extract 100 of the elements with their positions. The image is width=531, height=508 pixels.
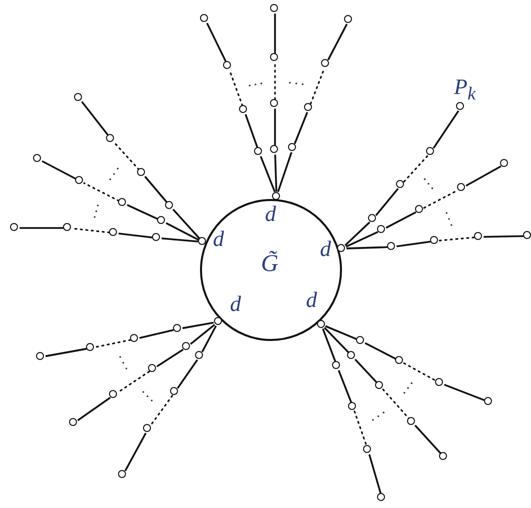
edge-line (190, 324, 216, 345)
edge-line (166, 222, 199, 241)
vertex (321, 59, 330, 68)
vertex (69, 418, 78, 426)
edge-line (432, 110, 460, 149)
edge-line (444, 384, 486, 402)
vertex (377, 493, 386, 502)
vertex (348, 402, 356, 410)
vertex (396, 180, 404, 188)
edge-line (124, 432, 147, 472)
edge-line (42, 160, 76, 180)
vertex (214, 317, 222, 326)
vertex (270, 99, 278, 108)
vertex-label: d (213, 228, 224, 250)
edge-line (277, 152, 292, 192)
vertex (484, 397, 492, 406)
dotted-edge (150, 394, 174, 426)
vertex (223, 61, 232, 70)
vertex (109, 390, 118, 398)
dotted-edge (117, 370, 150, 394)
vertex (375, 381, 384, 390)
edge-line (244, 114, 258, 148)
vertex-label: d (306, 289, 317, 311)
edge-line (274, 154, 278, 192)
edge-line (346, 246, 388, 250)
dotted-edge (113, 142, 140, 170)
edge-line (294, 112, 308, 144)
vertex (288, 143, 296, 152)
edge-line (139, 329, 174, 339)
vertex (254, 147, 262, 156)
vertex (36, 352, 44, 360)
edge-line (176, 359, 198, 389)
vertex (239, 105, 248, 114)
edge-line (344, 222, 370, 246)
vertex (304, 103, 312, 112)
vertex (143, 424, 152, 432)
vertex (332, 361, 340, 370)
vertex (270, 145, 278, 154)
edge-line (260, 156, 276, 192)
edge-line (396, 240, 431, 248)
edge-line (274, 108, 276, 146)
vertex (347, 351, 356, 360)
dotted-edge (403, 362, 437, 382)
edge-line (81, 101, 109, 136)
vertex (439, 452, 448, 460)
vertex (165, 201, 174, 210)
vertex (75, 176, 84, 184)
edge-line (325, 325, 358, 340)
vertex (109, 228, 118, 236)
vertex (63, 223, 72, 232)
vertex (270, 4, 278, 12)
vertex (106, 134, 114, 142)
vertex (344, 15, 352, 24)
dotted-edge (438, 236, 476, 242)
edge-line (327, 24, 348, 60)
vertex (457, 183, 466, 192)
vertex (33, 154, 42, 162)
dotted-edge (83, 182, 120, 202)
edge-line (172, 208, 200, 240)
edge-line (144, 176, 168, 204)
vertex (152, 233, 160, 242)
edge-line (206, 22, 227, 62)
vertex-label: d (265, 203, 276, 225)
vertex (270, 53, 278, 62)
edge-line (414, 424, 442, 454)
vertex (74, 93, 82, 102)
vertex (173, 324, 182, 332)
edge-line (338, 370, 352, 404)
vertex (170, 387, 178, 396)
vertex (474, 232, 482, 240)
vertex (118, 470, 126, 478)
vertex-label: P$_{k}$ (454, 76, 476, 103)
edge-line (364, 342, 396, 360)
edge-line (274, 14, 276, 54)
vertex (272, 192, 280, 200)
dotted-edge (403, 154, 429, 182)
vertex (356, 336, 364, 344)
vertex (435, 378, 444, 386)
vertex (195, 351, 204, 360)
edge-line (324, 327, 350, 354)
dotted-edge (228, 70, 244, 106)
vertex (200, 14, 208, 22)
edge-line (354, 358, 378, 384)
edge-line (118, 232, 153, 238)
edge-line (45, 348, 87, 358)
vertex (118, 198, 126, 206)
edge-line (20, 227, 64, 229)
vertex-label: d (320, 238, 331, 260)
dotted-edge (274, 62, 276, 100)
vertex (500, 159, 508, 168)
edge-line (346, 231, 378, 248)
vertex (395, 356, 404, 364)
vertex (368, 214, 376, 222)
edge-line (126, 204, 158, 220)
edge-line (201, 325, 217, 352)
vertex (157, 216, 166, 224)
vertex (337, 244, 346, 252)
edge-line (162, 238, 198, 242)
vertex (198, 237, 206, 246)
vertex (415, 205, 424, 214)
